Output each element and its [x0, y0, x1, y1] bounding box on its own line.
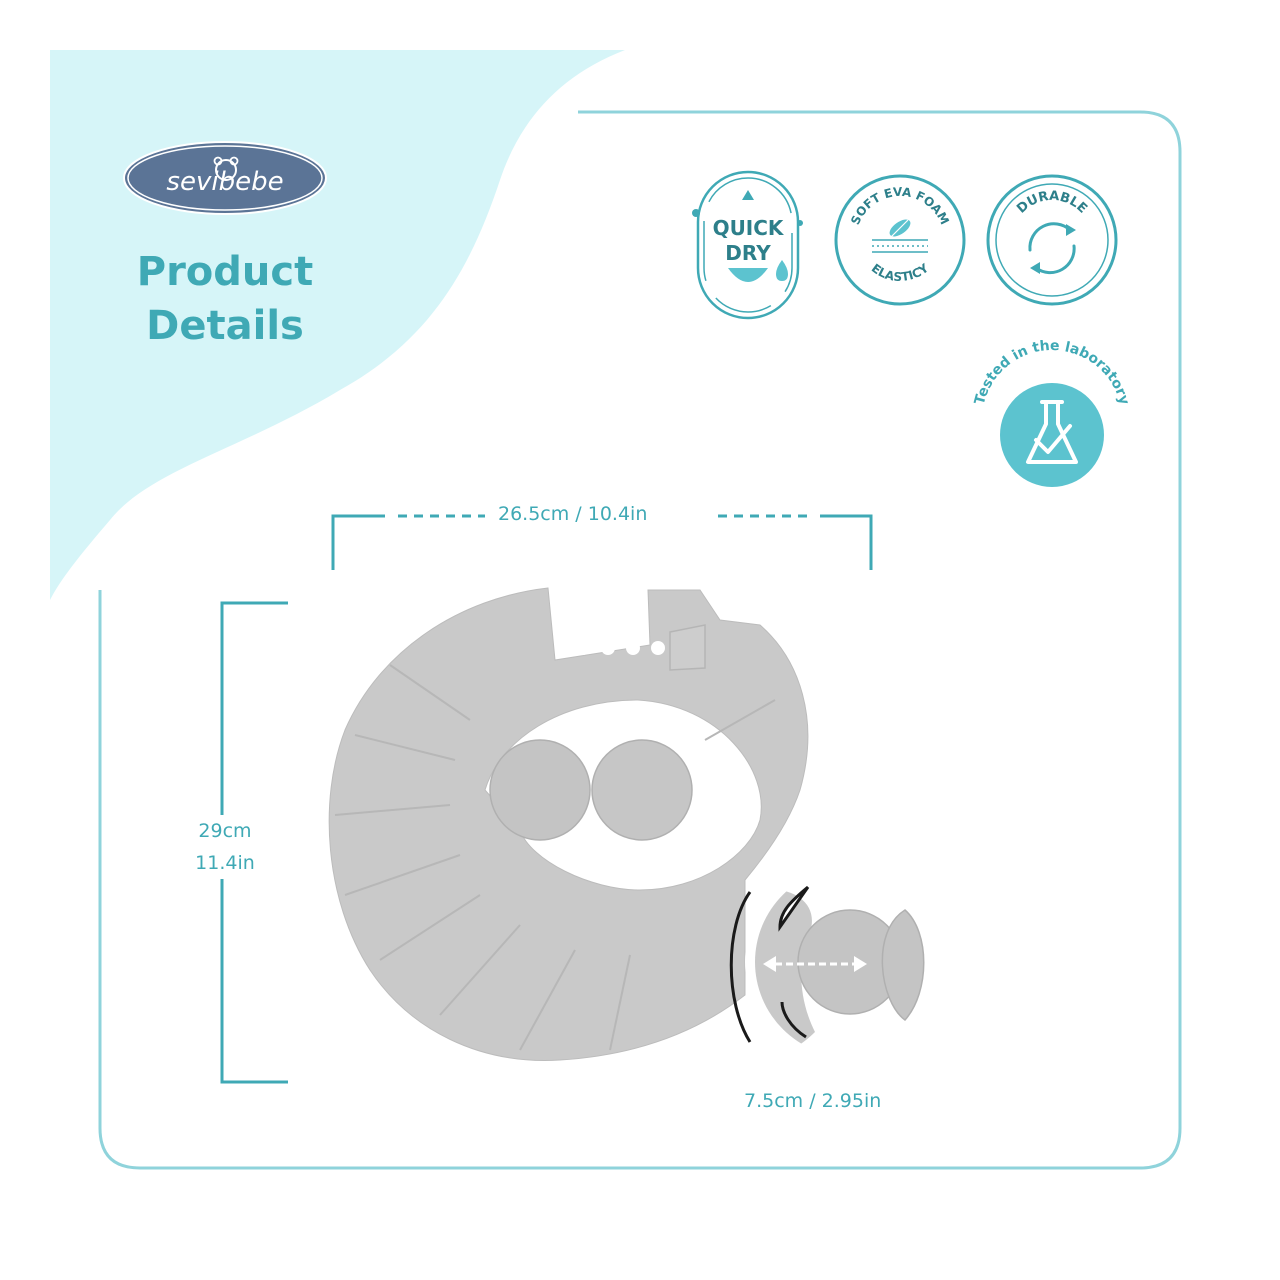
- brand-logo: sevibebe: [123, 141, 327, 215]
- strap-tab: [669, 624, 706, 671]
- double-arrow-icon: [763, 956, 867, 972]
- quick-dry-line2: DRY: [725, 241, 771, 265]
- title-line-2: Details: [146, 303, 304, 349]
- bear-icon: [213, 156, 239, 181]
- svg-text:ELASTICY: ELASTICY: [869, 261, 932, 284]
- height-in: 11.4in: [195, 852, 255, 874]
- soft-eva-bottom-text: ELASTICY: [869, 261, 932, 284]
- width-bracket-left: [331, 514, 385, 570]
- inset-ear-tab: [881, 909, 925, 1022]
- refresh-arrows-icon: [1028, 222, 1076, 275]
- lab-tested-badge: Tested in the laboratory: [972, 340, 1132, 487]
- left-ear-cover: [489, 739, 591, 841]
- ear-cover-dimension-label: 7.5cm / 2.95in: [744, 1090, 882, 1112]
- feather-icon: [889, 219, 911, 239]
- height-cm: 29cm: [198, 820, 252, 842]
- soft-eva-badge: SOFT EVA FOAM ELASTICY: [834, 174, 966, 306]
- logo-text: sevibebe: [166, 167, 283, 197]
- quick-dry-badge: QUICK DRY: [692, 170, 803, 320]
- height-dimension-label: 29cm 11.4in: [165, 815, 285, 879]
- arrow-up-icon: [742, 190, 754, 200]
- foam-layers-icon: [872, 239, 928, 253]
- width-bracket-right: [820, 514, 873, 570]
- frame-border: [98, 110, 1182, 1170]
- right-ear-cover: [591, 739, 693, 841]
- quick-dry-line1: QUICK: [713, 216, 785, 240]
- page-title: Product Details: [60, 245, 390, 353]
- flask-check-icon: [1026, 400, 1078, 464]
- width-dimension-label: 26.5cm / 10.4in: [498, 503, 648, 525]
- title-line-1: Product: [136, 249, 314, 295]
- cap-pleats: [334, 664, 776, 1051]
- strap-holes: [576, 641, 665, 655]
- water-drop-icon: [776, 260, 788, 281]
- water-bowl-icon: [728, 268, 768, 282]
- ear-cover-detail-inset: [729, 857, 955, 1067]
- durable-badge: DURABLE: [986, 174, 1118, 306]
